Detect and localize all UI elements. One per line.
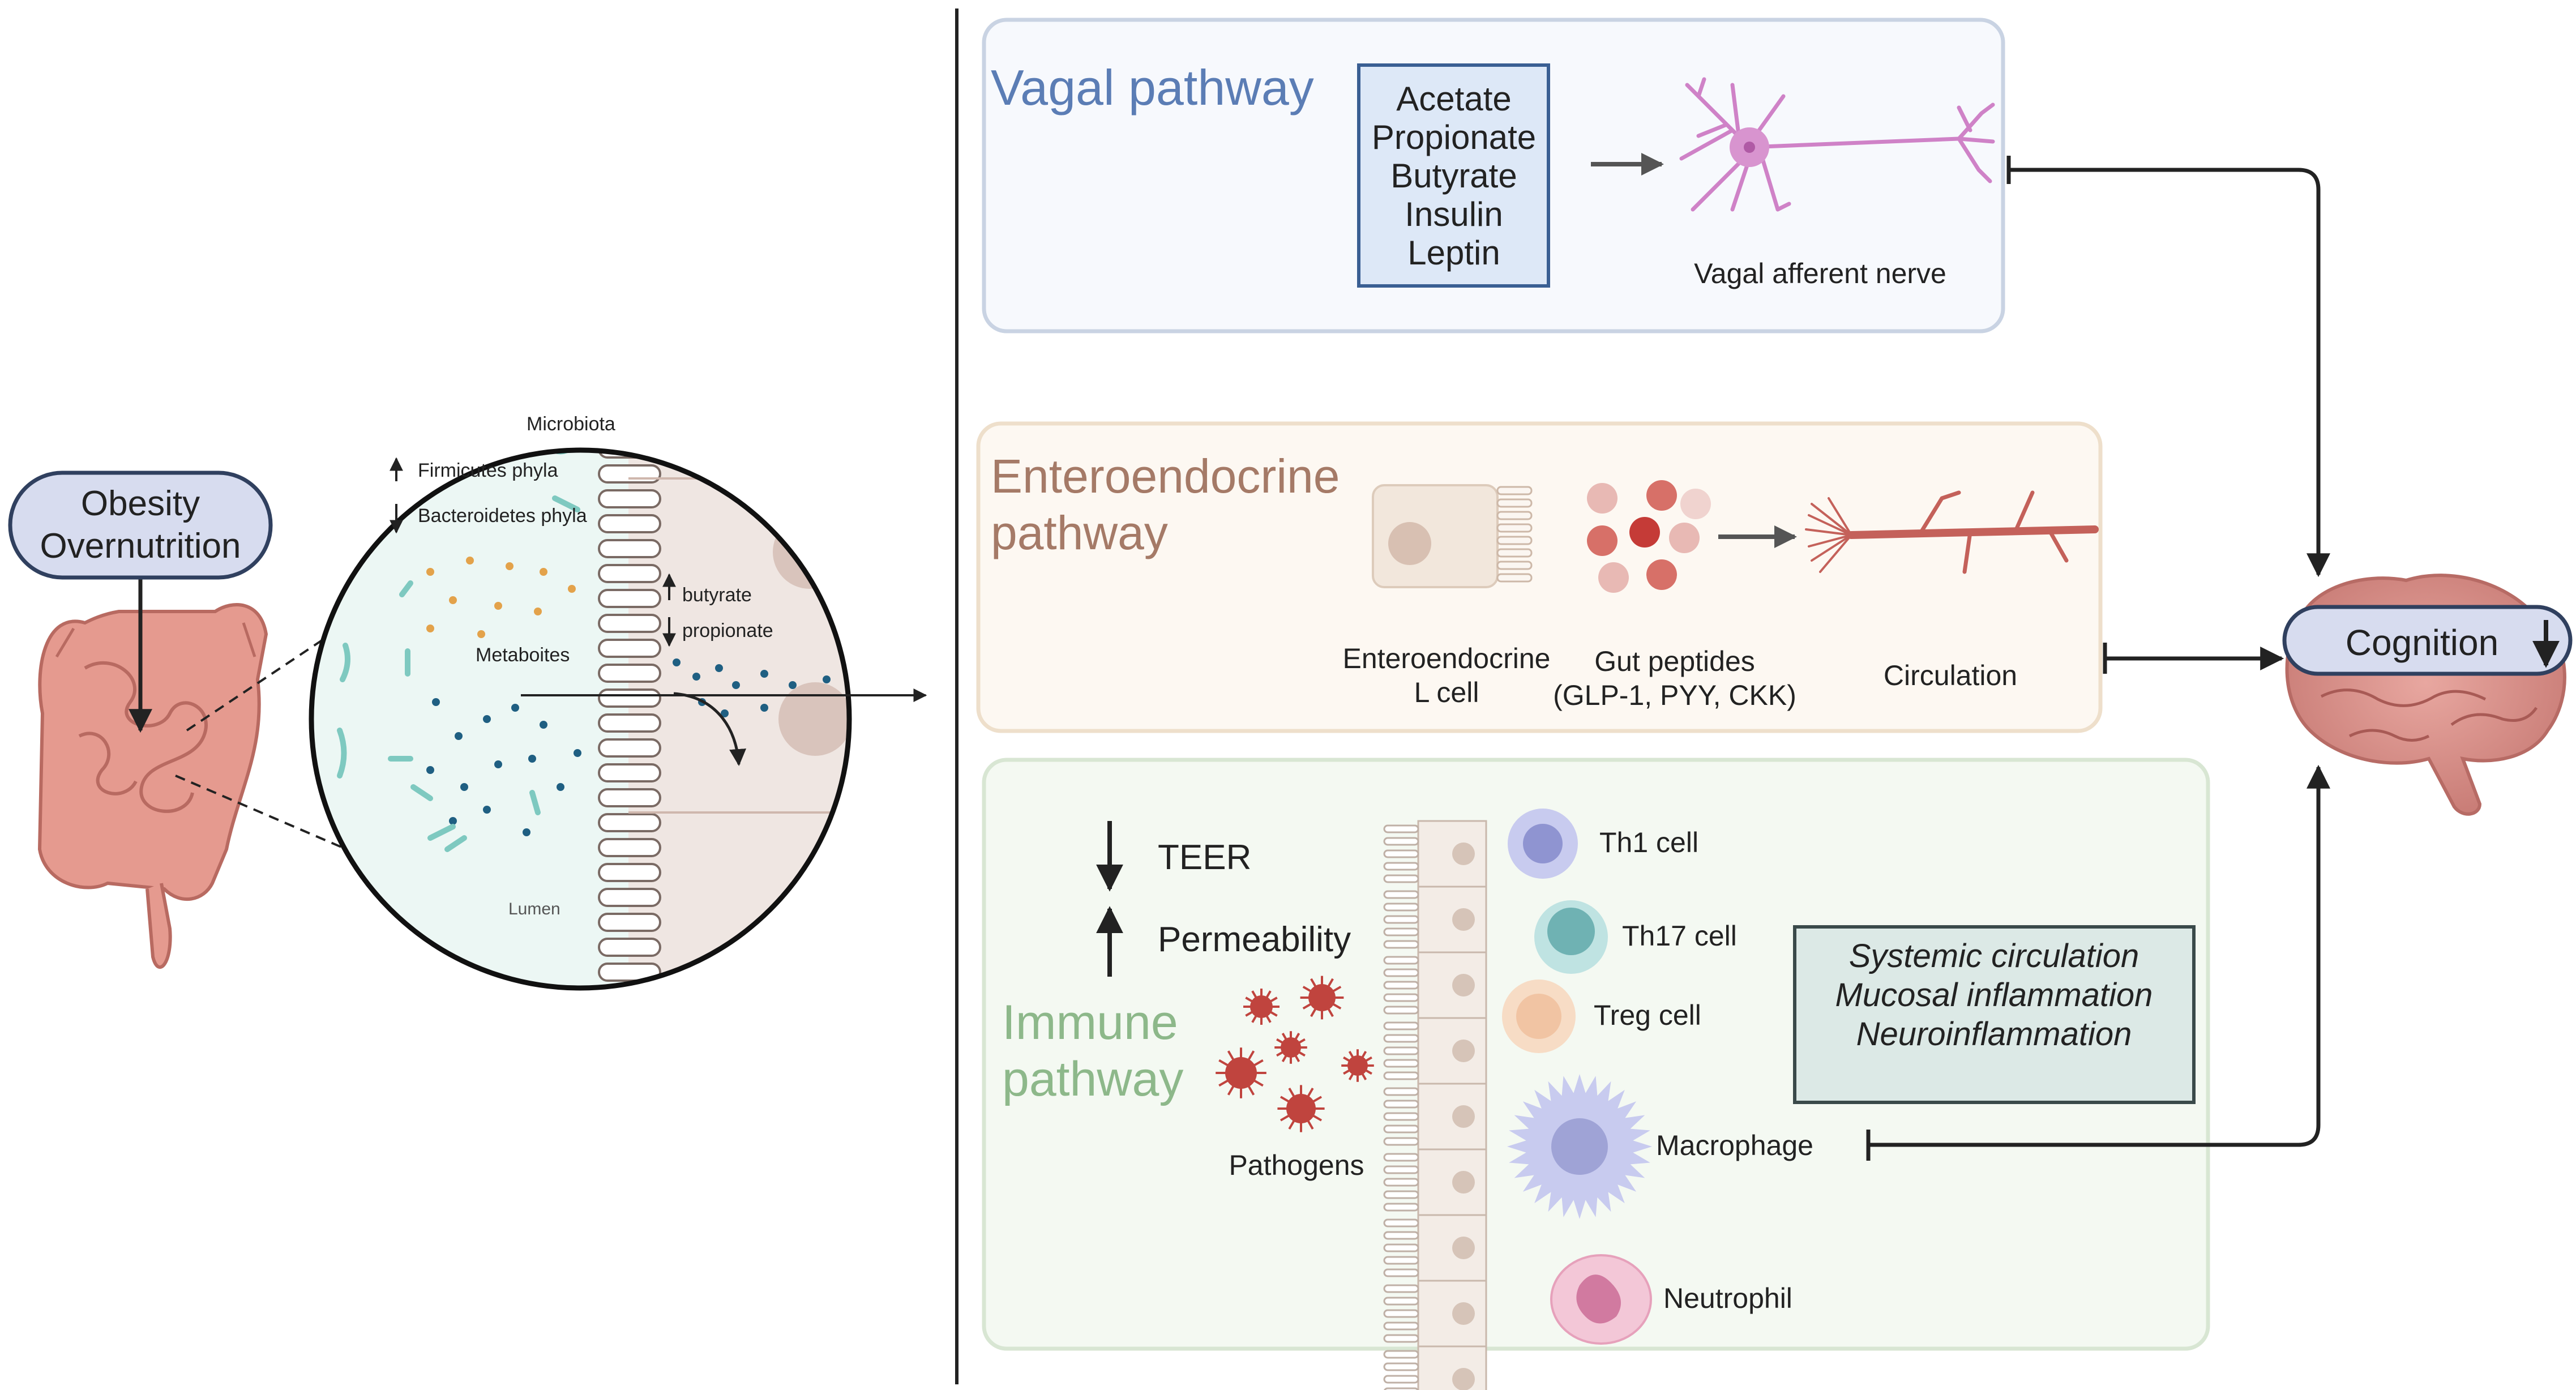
epithelium-villi (598, 450, 661, 988)
gut-peptides-label-line2: (GLP-1, PYY, CKK) (1553, 679, 1796, 711)
th17-cell-label: Th17 cell (1622, 920, 1737, 952)
treg-cell-label: Treg cell (1594, 999, 1701, 1031)
effect-systemic-circulation: Systemic circulation (1849, 938, 2139, 974)
l-cell-label-line2: L cell (1414, 677, 1479, 708)
neutrophil-label: Neutrophil (1663, 1282, 1792, 1314)
lumen-label: Lumen (508, 900, 560, 918)
macrophage-label: Macrophage (1656, 1130, 1813, 1161)
effect-mucosal-inflammation: Mucosal inflammation (1835, 977, 2153, 1013)
obesity-pill: Obesity Overnutrition (8, 471, 273, 580)
pathogens-label: Pathogens (1229, 1149, 1364, 1181)
firmicutes-label: Firmicutes phyla (418, 460, 558, 481)
vagal-item-acetate: Acetate (1396, 80, 1511, 118)
gut-zoom-circle (309, 447, 852, 991)
enteroendocrine-title-line1: Enteroendocrine (991, 450, 1340, 503)
th17-cell-icon (1534, 900, 1608, 974)
permeability-label: Permeability (1158, 920, 1351, 959)
vagal-title: Vagal pathway (991, 59, 1314, 116)
obesity-label: Obesity (81, 484, 200, 523)
th1-cell-label: Th1 cell (1599, 827, 1698, 858)
vagal-nerve-icon (1679, 77, 1995, 212)
butyrate-label: butyrate (682, 584, 752, 606)
th1-cell-icon (1508, 809, 1578, 879)
intestine-illustration (37, 603, 268, 969)
overnutrition-label: Overnutrition (40, 527, 241, 566)
vagal-pathway-panel: Vagal pathway Acetate Propionate Butyrat… (982, 18, 2005, 333)
vagal-item-propionate: Propionate (1372, 118, 1536, 156)
immune-pathway-panel: TEER Permeability Immune pathway Pathoge… (982, 758, 2210, 1390)
epithelial-barrier (1383, 820, 1487, 1390)
circulation-label: Circulation (1884, 660, 2017, 691)
propionate-label: propionate (682, 620, 773, 641)
vagal-item-leptin: Leptin (1407, 234, 1500, 272)
metabolites-label: Metaboites (476, 644, 570, 666)
macrophage-icon (1507, 1074, 1652, 1219)
l-cell-label-line1: Enteroendocrine (1343, 643, 1551, 674)
treg-cell-icon (1502, 980, 1576, 1053)
bacteroidetes-label: Bacteroidetes phyla (418, 505, 587, 527)
immune-to-cognition-connector (1868, 764, 2330, 1147)
l-cell-nucleus (1388, 522, 1431, 565)
vagal-to-cognition-connector (2009, 168, 2330, 578)
l-cell-microvilli (1496, 486, 1533, 583)
neutrophil-icon (1550, 1254, 1652, 1345)
cognition-pill: Cognition (2282, 605, 2573, 676)
microbiota-label: Microbiota (527, 413, 615, 435)
immune-title-line2: pathway (1002, 1052, 1183, 1106)
enteroendocrine-pathway-panel: Enteroendocrine pathway Enteroendocrine … (976, 421, 2103, 733)
teer-label: TEER (1158, 838, 1251, 877)
circulation-vessel-icon (1805, 490, 2099, 574)
effect-neuroinflammation: Neuroinflammation (1856, 1016, 2132, 1053)
vagal-nerve-label: Vagal afferent nerve (1694, 258, 1946, 289)
enteroendocrine-title-line2: pathway (991, 506, 1168, 559)
immune-title-line1: Immune (1002, 995, 1178, 1050)
pathway-connectors (1866, 156, 2330, 1161)
immune-effects-box (1793, 925, 2196, 1104)
gut-peptides-label-line1: Gut peptides (1594, 645, 1755, 677)
metabolite-dots (426, 557, 831, 836)
pathogens-icon (1216, 976, 1374, 1132)
vagal-item-butyrate: Butyrate (1390, 157, 1517, 195)
gut-peptides-icon (1587, 480, 1711, 593)
cognition-label: Cognition (2346, 622, 2498, 663)
vagal-item-insulin: Insulin (1405, 195, 1503, 233)
vagal-molecules-box (1357, 63, 1550, 288)
zoom-line-bottom (175, 775, 400, 873)
